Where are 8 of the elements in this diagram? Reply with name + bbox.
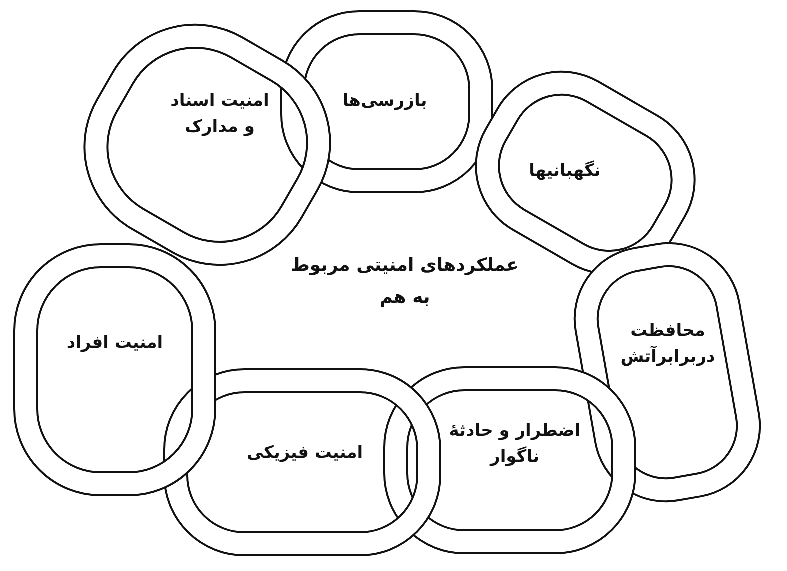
- center-text: عملکردهای امنیتی مربوط به هم: [290, 254, 520, 310]
- link-label: امنیت افراد: [66, 332, 164, 355]
- link-label: امنیت فیزیکی: [246, 442, 364, 465]
- link-label: نگهبانیها: [528, 160, 602, 183]
- link-label: بازرسی‌ها: [342, 90, 428, 113]
- link-label: محافظت دربرابرآتش: [620, 320, 716, 370]
- link-label: امنیت اسناد و مدارک: [170, 90, 270, 140]
- link-label: اضطرار و حادثهٔ ناگوار: [448, 420, 582, 470]
